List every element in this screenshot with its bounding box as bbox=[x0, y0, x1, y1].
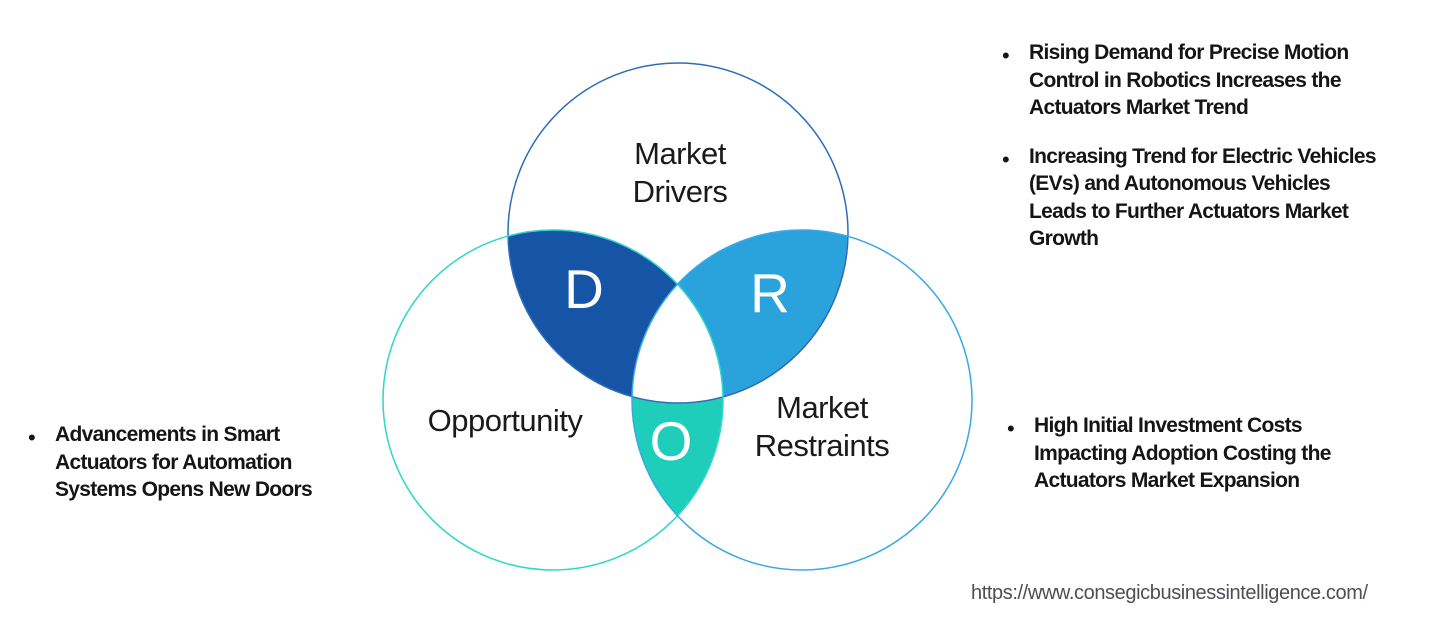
source-url: https://www.consegicbusinessintelligence… bbox=[971, 582, 1368, 604]
list-item: • Advancements in Smart Actuators for Au… bbox=[28, 421, 358, 504]
opportunity-bullet-text: Advancements in Smart Actuators for Auto… bbox=[55, 423, 313, 501]
restraints-bullet-list: • High Initial Investment Costs Impactin… bbox=[1007, 412, 1427, 495]
restraints-circle bbox=[631, 229, 973, 571]
opportunity-circle bbox=[382, 229, 724, 571]
restraints-label: Market Restraints bbox=[754, 390, 890, 463]
drivers-bullet-text-1: Rising Demand for Precise Motion Control… bbox=[1029, 41, 1349, 119]
restraints-overlap-letter: R bbox=[750, 262, 790, 325]
bullet-icon: • bbox=[1002, 146, 1010, 172]
opportunity-label: Opportunity bbox=[427, 403, 583, 438]
drivers-bullet-text-2: Increasing Trend for Electric Vehicles (… bbox=[1029, 144, 1377, 251]
drivers-overlap-letter: D bbox=[564, 258, 604, 321]
list-item: • Rising Demand for Precise Motion Contr… bbox=[1002, 39, 1447, 122]
bullet-icon: • bbox=[1002, 43, 1010, 68]
drivers-label: Market Drivers bbox=[632, 136, 728, 209]
opportunity-restraints-overlap-region bbox=[631, 397, 724, 516]
opportunity-bullet-list: • Advancements in Smart Actuators for Au… bbox=[28, 421, 358, 504]
drivers-restraints-overlap-region bbox=[677, 229, 848, 397]
drivers-opportunity-overlap-region bbox=[508, 229, 678, 397]
list-item: • Increasing Trend for Electric Vehicles… bbox=[1002, 143, 1447, 253]
opportunity-overlap-letter: O bbox=[649, 410, 693, 473]
drivers-circle bbox=[507, 62, 849, 404]
bullet-icon: • bbox=[28, 425, 36, 450]
list-item: • High Initial Investment Costs Impactin… bbox=[1007, 412, 1427, 495]
bullet-icon: • bbox=[1007, 416, 1015, 441]
restraints-bullet-text: High Initial Investment Costs Impacting … bbox=[1034, 414, 1331, 492]
drivers-bullet-list: • Rising Demand for Precise Motion Contr… bbox=[1002, 39, 1447, 253]
